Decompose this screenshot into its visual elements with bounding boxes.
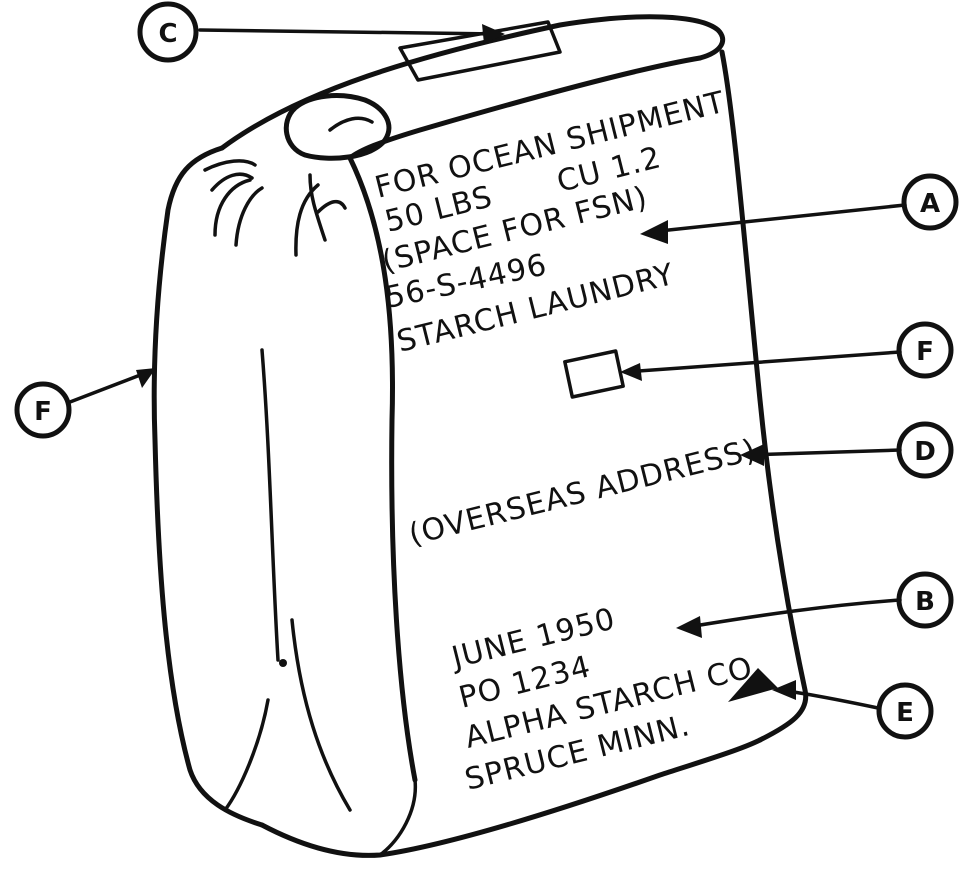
bag-outline xyxy=(151,14,809,858)
callout-arrows xyxy=(68,24,907,710)
callout-b: B xyxy=(896,571,954,629)
triangle-e-marker xyxy=(728,668,778,702)
callout-f-left-letter: F xyxy=(34,397,52,427)
crease-dot xyxy=(279,659,287,667)
bag-creases xyxy=(203,93,392,812)
callout-d-letter: D xyxy=(914,437,936,467)
callout-a: A xyxy=(901,173,959,231)
callout-e-letter: E xyxy=(896,698,914,728)
callout-f-right: F xyxy=(896,321,954,379)
callout-c-letter: C xyxy=(158,19,177,49)
callout-b-letter: B xyxy=(915,587,935,617)
bag-markings: FOR OCEAN SHIPMENT 50 LBS CU 1.2 (SPACE … xyxy=(371,85,759,798)
callout-c: C xyxy=(137,1,199,63)
callout-f-left: F xyxy=(14,381,72,439)
marking-ocean-shipment: FOR OCEAN SHIPMENT xyxy=(371,85,728,206)
top-label-patch xyxy=(398,20,562,82)
callout-a-letter: A xyxy=(920,189,940,219)
small-square-f xyxy=(563,349,625,399)
marking-overseas-address: (OVERSEAS ADDRESS) xyxy=(405,433,759,553)
callout-d: D xyxy=(896,421,954,479)
callout-f-right-letter: F xyxy=(916,337,934,367)
callout-e: E xyxy=(876,682,934,740)
